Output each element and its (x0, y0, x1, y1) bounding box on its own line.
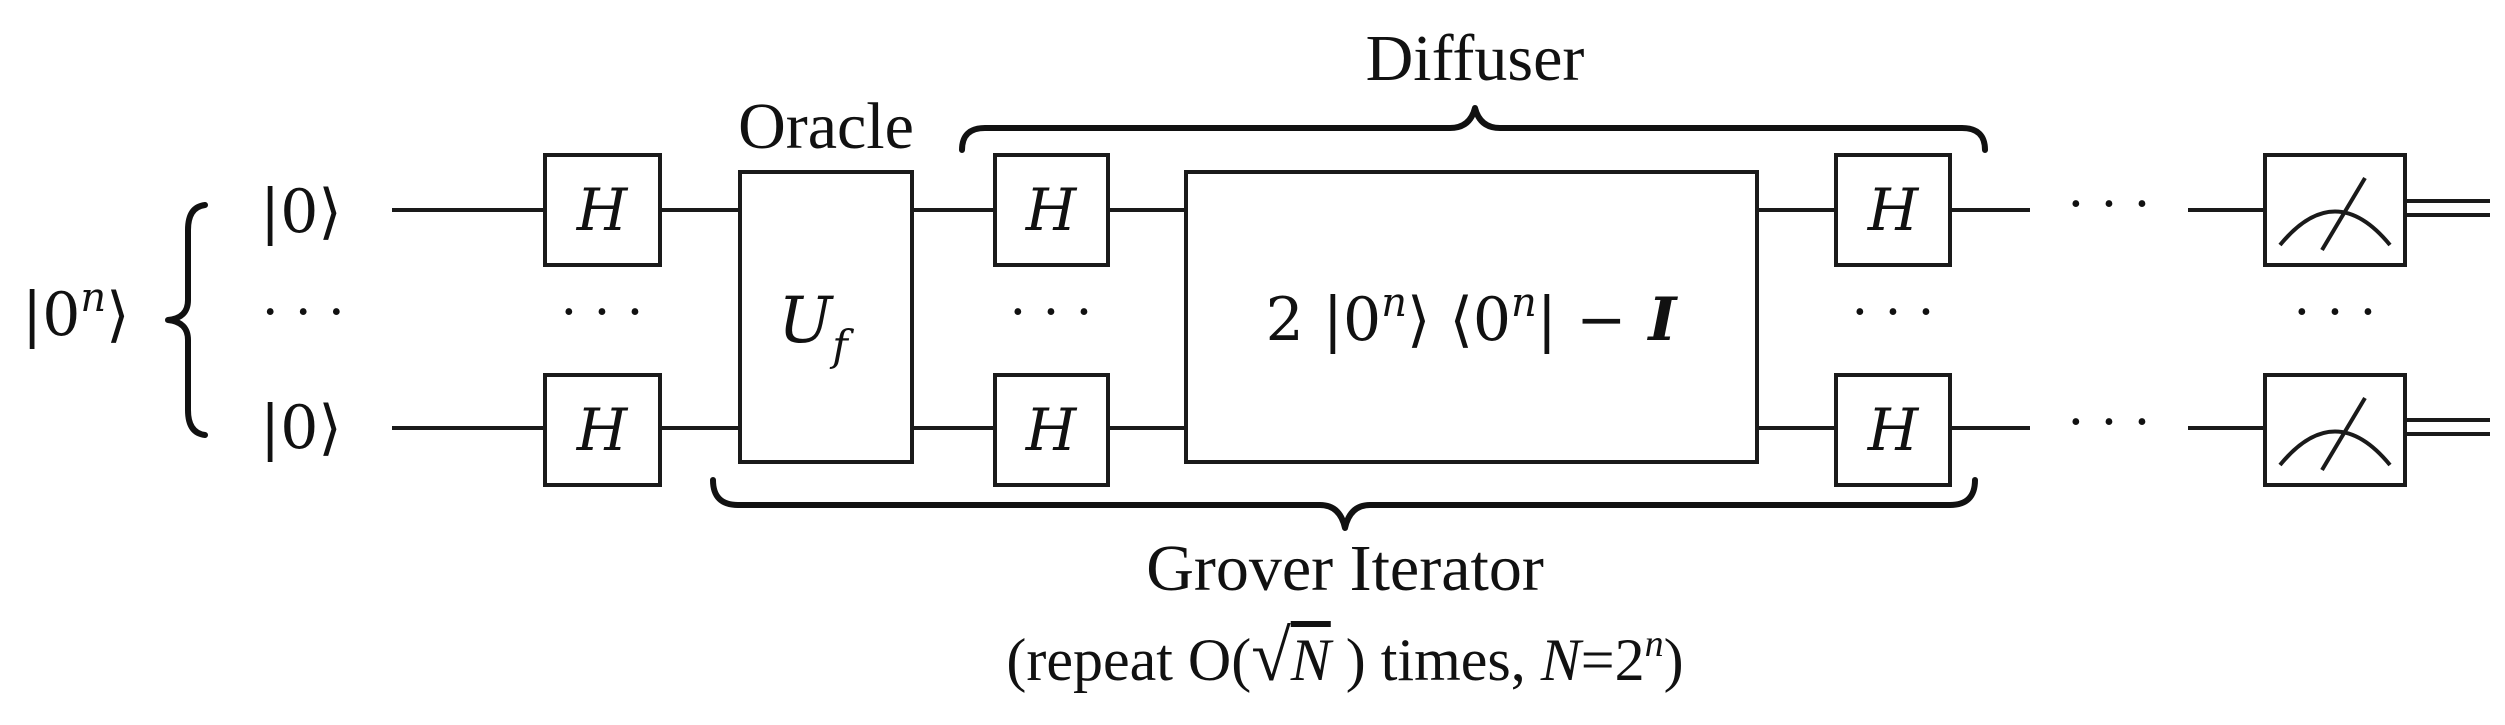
oracle-gate: Uf (738, 170, 914, 464)
h-gate-initial-bottom: H (543, 373, 662, 487)
h-gate-diffuser-left-dots: · · · (1010, 283, 1093, 343)
svg-text:H: H (576, 176, 629, 244)
ellipsis-bottom: · · · (2068, 393, 2151, 453)
svg-text:H: H (1025, 176, 1078, 244)
h-gate-diffuser-right-bottom: H (1834, 373, 1952, 487)
oracle-label: Oracle (738, 90, 914, 163)
svg-text:2 |0n⟩ ⟨0n| −I: 2 |0n⟩ ⟨0n| −I (1266, 280, 1679, 355)
ellipsis-top: · · · (2068, 175, 2151, 235)
svg-text:H: H (1867, 176, 1920, 244)
measurement-dots: · · · (2294, 283, 2377, 343)
grover-iterator-brace (710, 477, 1978, 531)
repeat-count-label: (repeat O(√N ) times, N=2n) (1006, 616, 1683, 696)
svg-text:H: H (1025, 396, 1078, 464)
qubit-bottom-label: |0⟩ (260, 393, 342, 463)
h-gate-initial-dots: · · · (561, 283, 644, 343)
qubit-dots-label: · · · (262, 283, 345, 343)
measurement-bottom (2263, 373, 2407, 487)
h-gate-diffuser-right-top: H (1834, 153, 1952, 267)
qubit-top-label: |0⟩ (260, 177, 342, 247)
grover-iterator-label: Grover Iterator (1146, 532, 1544, 605)
h-gate-diffuser-right-dots: · · · (1852, 283, 1935, 343)
h-gate-initial-top: H (543, 153, 662, 267)
reflection-operator-gate: 2 |0n⟩ ⟨0n| −I (1184, 170, 1759, 464)
svg-text:H: H (1867, 396, 1920, 464)
register-brace (165, 202, 208, 438)
wires (392, 199, 2490, 436)
h-gate-diffuser-left-top: H (993, 153, 1110, 267)
register-label: |0n⟩ (22, 275, 130, 350)
svg-text:H: H (576, 396, 629, 464)
diffuser-brace (959, 105, 1988, 153)
diffuser-label: Diffuser (1366, 22, 1585, 95)
h-gate-diffuser-left-bottom: H (993, 373, 1110, 487)
measurement-top (2263, 153, 2407, 267)
